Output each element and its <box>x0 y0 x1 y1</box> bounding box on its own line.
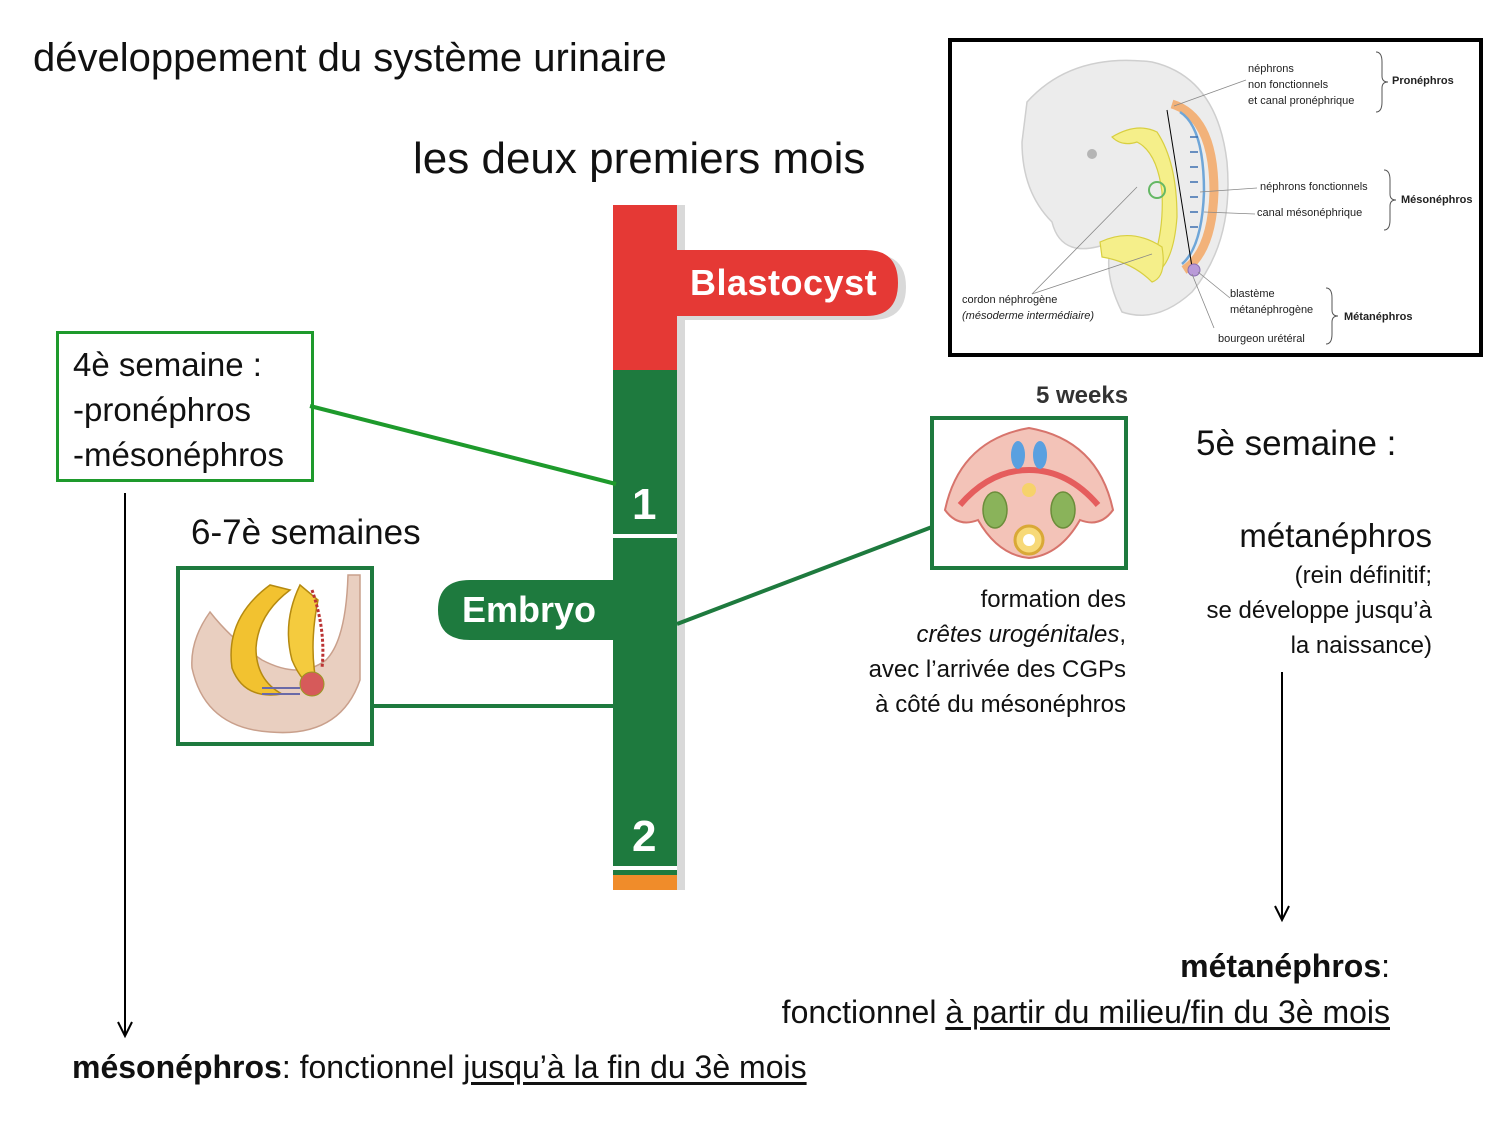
blastocyst-label: Blastocyst <box>690 262 878 303</box>
mesonephros-statement: mésonéphros: fonctionnel jusqu’à la fin … <box>72 1045 807 1089</box>
inset-blasteme-2: métanéphrogène <box>1230 304 1314 316</box>
formation-comma: , <box>1119 621 1126 648</box>
metanephros-prefix: fonctionnel <box>781 994 946 1030</box>
inset-nephrons-nf-3: et canal pronéphrique <box>1248 95 1355 107</box>
inset-graphics <box>1021 51 1397 345</box>
arrow-metanephros-head <box>1274 905 1290 923</box>
connector-week4 <box>309 404 617 486</box>
page-subtitle: les deux premiers mois <box>413 134 866 183</box>
formation-line4: à côté du mésonéphros <box>875 691 1126 718</box>
month-2-label: 2 <box>632 812 657 861</box>
month-1-separator <box>613 534 677 538</box>
timeline-blastocyst-segment <box>613 205 677 370</box>
inset-canal-meso: canal mésonéphrique <box>1257 207 1363 219</box>
inset-cordon-1: cordon néphrogène <box>962 294 1058 306</box>
week5-label: 5è semaine : <box>1196 424 1397 463</box>
metanephros-name: métanéphros <box>1239 517 1432 554</box>
weeks67-illustration <box>176 566 374 746</box>
metanephros-statement: métanéphros: fonctionnel à partir du mil… <box>700 943 1390 1035</box>
arrow-mesonephros-head <box>117 1021 133 1039</box>
formation-line1: formation des <box>980 586 1126 613</box>
week4-item-pronephros: -pronéphros <box>73 391 251 428</box>
formation-text: formation des crêtes urogénitales, avec … <box>820 582 1126 722</box>
embryo-tab <box>438 580 613 640</box>
week4-item-mesonephros: -mésonéphros <box>73 436 284 473</box>
inset-cordon-2-text: mésoderme intermédiaire <box>965 310 1091 322</box>
formation-line2: crêtes urogénitales, <box>820 617 1126 652</box>
week4-box: 4è semaine : -pronéphros -mésonéphros <box>56 331 314 482</box>
inset-pronephros: Pronéphros <box>1392 75 1454 87</box>
inset-diagram: néphrons non fonctionnels et canal proné… <box>948 38 1483 357</box>
metanephros-note: (rein définitif; se développe jusqu’à la… <box>1140 558 1432 663</box>
inset-bourgeon: bourgeon urétéral <box>1218 333 1305 345</box>
month-1-label: 1 <box>632 480 657 529</box>
metanephros-note2: se développe jusqu’à <box>1206 597 1432 624</box>
blastocyst-tab <box>670 250 898 316</box>
month-2-separator <box>613 866 677 870</box>
inset-metanephros: Métanéphros <box>1344 311 1413 323</box>
connector-week5 <box>676 525 933 626</box>
weeks67-label: 6-7è semaines <box>191 513 421 552</box>
timeline-shadow <box>677 205 685 890</box>
inset-nephrons-nf-1: néphrons <box>1248 63 1294 75</box>
timeline-fetus-segment <box>613 875 677 890</box>
metanephros-note1: (rein définitif; <box>1294 562 1432 589</box>
week4-heading: 4è semaine : <box>73 346 262 383</box>
mesonephros-colon: : fonctionnel <box>281 1049 464 1085</box>
page-title: développement du système urinaire <box>33 36 667 80</box>
cretes-urogenitales: crêtes urogénitales <box>916 621 1120 648</box>
weeks5-caption: 5 weeks <box>1036 382 1129 409</box>
inset-mesonephros: Mésonéphros <box>1401 194 1473 206</box>
metanephros-underlined: à partir du milieu/fin du 3è mois <box>945 994 1390 1030</box>
inset-nephrons-nf-2: non fonctionnels <box>1248 79 1329 91</box>
metanephros-note3: la naissance) <box>1290 632 1432 659</box>
formation-line3: avec l’arrivée des CGPs <box>868 656 1126 683</box>
inset-blasteme-1: blastème <box>1230 288 1275 300</box>
mesonephros-underlined: jusqu’à la fin du 3è mois <box>463 1049 807 1085</box>
timeline-embryo-segment <box>613 370 677 875</box>
embryo-label: Embryo <box>462 589 597 630</box>
inset-cordon-2: (mésoderme intermédiaire) <box>962 310 1095 322</box>
metanephros-bold: métanéphros <box>1180 948 1382 984</box>
week5-illustration <box>930 416 1128 570</box>
mesonephros-bold: mésonéphros <box>72 1049 282 1085</box>
metanephros-colon: : <box>1381 948 1390 984</box>
inset-nephrons-f: néphrons fonctionnels <box>1260 181 1368 193</box>
